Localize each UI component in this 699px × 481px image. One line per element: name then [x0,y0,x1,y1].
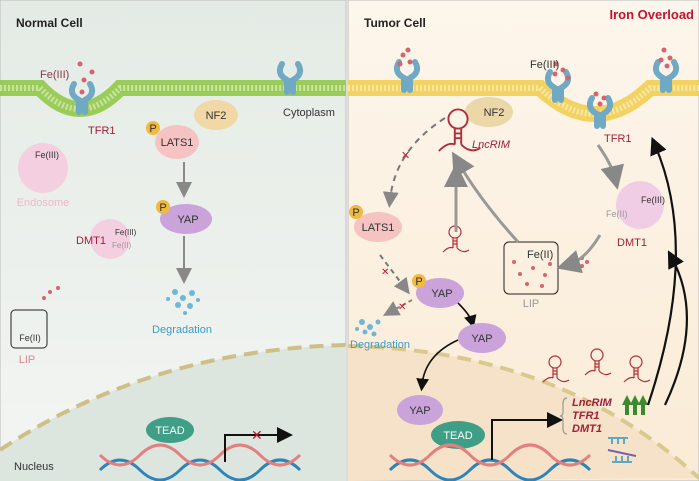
dmt1-fe3-label: Fe(III) [641,195,665,205]
mrna-transcripts-icon [607,437,637,463]
dmt1-label: DMT1 [76,235,106,247]
transcription-arrow-blocked [224,427,293,462]
dna-helix [98,458,302,481]
normal-nucleus [0,345,346,481]
normal-nuclear-envelope [0,343,347,452]
tfr1-label: TFR1 [604,133,632,145]
block-x-icon: ✕ [401,149,410,162]
phospho-label: P [149,123,156,135]
cytoplasm-label: Cytoplasm [283,107,335,119]
endosome-fe-label: Fe(III) [35,150,59,160]
nf2-label: NF2 [484,107,505,119]
tumor-cell-title: Tumor Cell [364,16,426,30]
yap-nuclear-protein [397,395,443,425]
lip-box [10,309,48,349]
lats1-protein [354,212,402,242]
tead-protein [146,417,194,443]
dmt1-label: DMT1 [617,237,647,249]
transcription-arrow [491,412,563,460]
dmt1-fe2-label: Fe(II) [112,241,131,250]
gene-dmt1: DMT1 [572,423,602,435]
phospho-label: P [159,202,166,214]
lats1-label: LATS1 [161,137,194,149]
gene-tfr1: TFR1 [572,410,600,422]
degradation-fragments-icon [355,319,381,337]
tead-label: TEAD [155,425,184,437]
fe3-label: Fe(III) [530,59,559,71]
lip-fe-label: Fe(II) [527,249,553,261]
degradation-fragments-icon [166,289,200,315]
arrow-tfr1-endocytosis [596,144,624,190]
tead-label: TEAD [443,430,472,442]
phospho-badge [156,200,170,214]
tfr1-label: TFR1 [88,125,116,137]
phospho-badge [349,205,363,219]
lats1-protein [155,125,199,159]
iron-overload-label: Iron Overload [609,7,694,22]
lncrim-label: LncRIM [472,139,511,151]
dmt1-fe2-label: Fe(II) [606,209,628,219]
phospho-badge [412,274,426,288]
yap-label: YAP [409,405,430,417]
tead-protein [431,421,485,449]
blocked-arrow-lncrim-lats1 [382,117,446,208]
yap-protein [160,204,212,234]
dmt1-vesicle [616,181,664,229]
yap-label: YAP [431,288,452,300]
normal-cell-title: Normal Cell [16,16,83,30]
nucleus-label: Nucleus [14,461,54,473]
block-x-icon: ✕ [251,428,263,444]
arrow-yap-nuclear [416,339,459,392]
lip-fe-label: Fe(II) [19,333,41,343]
arrow-dmt1-lip [556,234,602,274]
tumor-nucleus [348,346,699,481]
gene-lncrim: LncRIM [572,397,613,409]
yap-phospho-protein [416,278,464,308]
dmt1-fe3-label: Fe(III) [115,228,137,237]
upregulation-arrows-icon [622,395,648,415]
phospho-label: P [352,207,359,219]
lats1-label: LATS1 [362,222,395,234]
tumor-nuclear-envelope [347,344,699,480]
feedback-arrow-dmt1 [664,250,689,406]
yap-label: YAP [177,214,198,226]
blocked-arrow-lats1-yap [379,254,410,295]
phospho-label: P [415,276,422,288]
degradation-label: Degradation [152,324,212,336]
nf2-label: NF2 [206,110,227,122]
lip-label: LIP [523,298,540,310]
nf2-protein [194,100,238,130]
nf2-protein [465,97,513,127]
arrow-yap-dephospho [457,302,477,329]
brace [559,397,568,435]
block-x-icon: ✕ [398,302,406,313]
dna-helix [388,458,592,481]
iron-particles [77,47,673,107]
endosome-label: Endosome [17,197,70,209]
fe3-label: Fe(III) [40,69,69,81]
phospho-badge [146,121,160,135]
dmt1-vesicle [90,219,130,259]
degradation-label: Degradation [350,339,410,351]
yap-label: YAP [471,333,492,345]
yap-protein [458,323,506,353]
lip-label: LIP [19,354,36,366]
endosome [18,143,68,193]
block-x-icon: ✕ [381,267,389,278]
